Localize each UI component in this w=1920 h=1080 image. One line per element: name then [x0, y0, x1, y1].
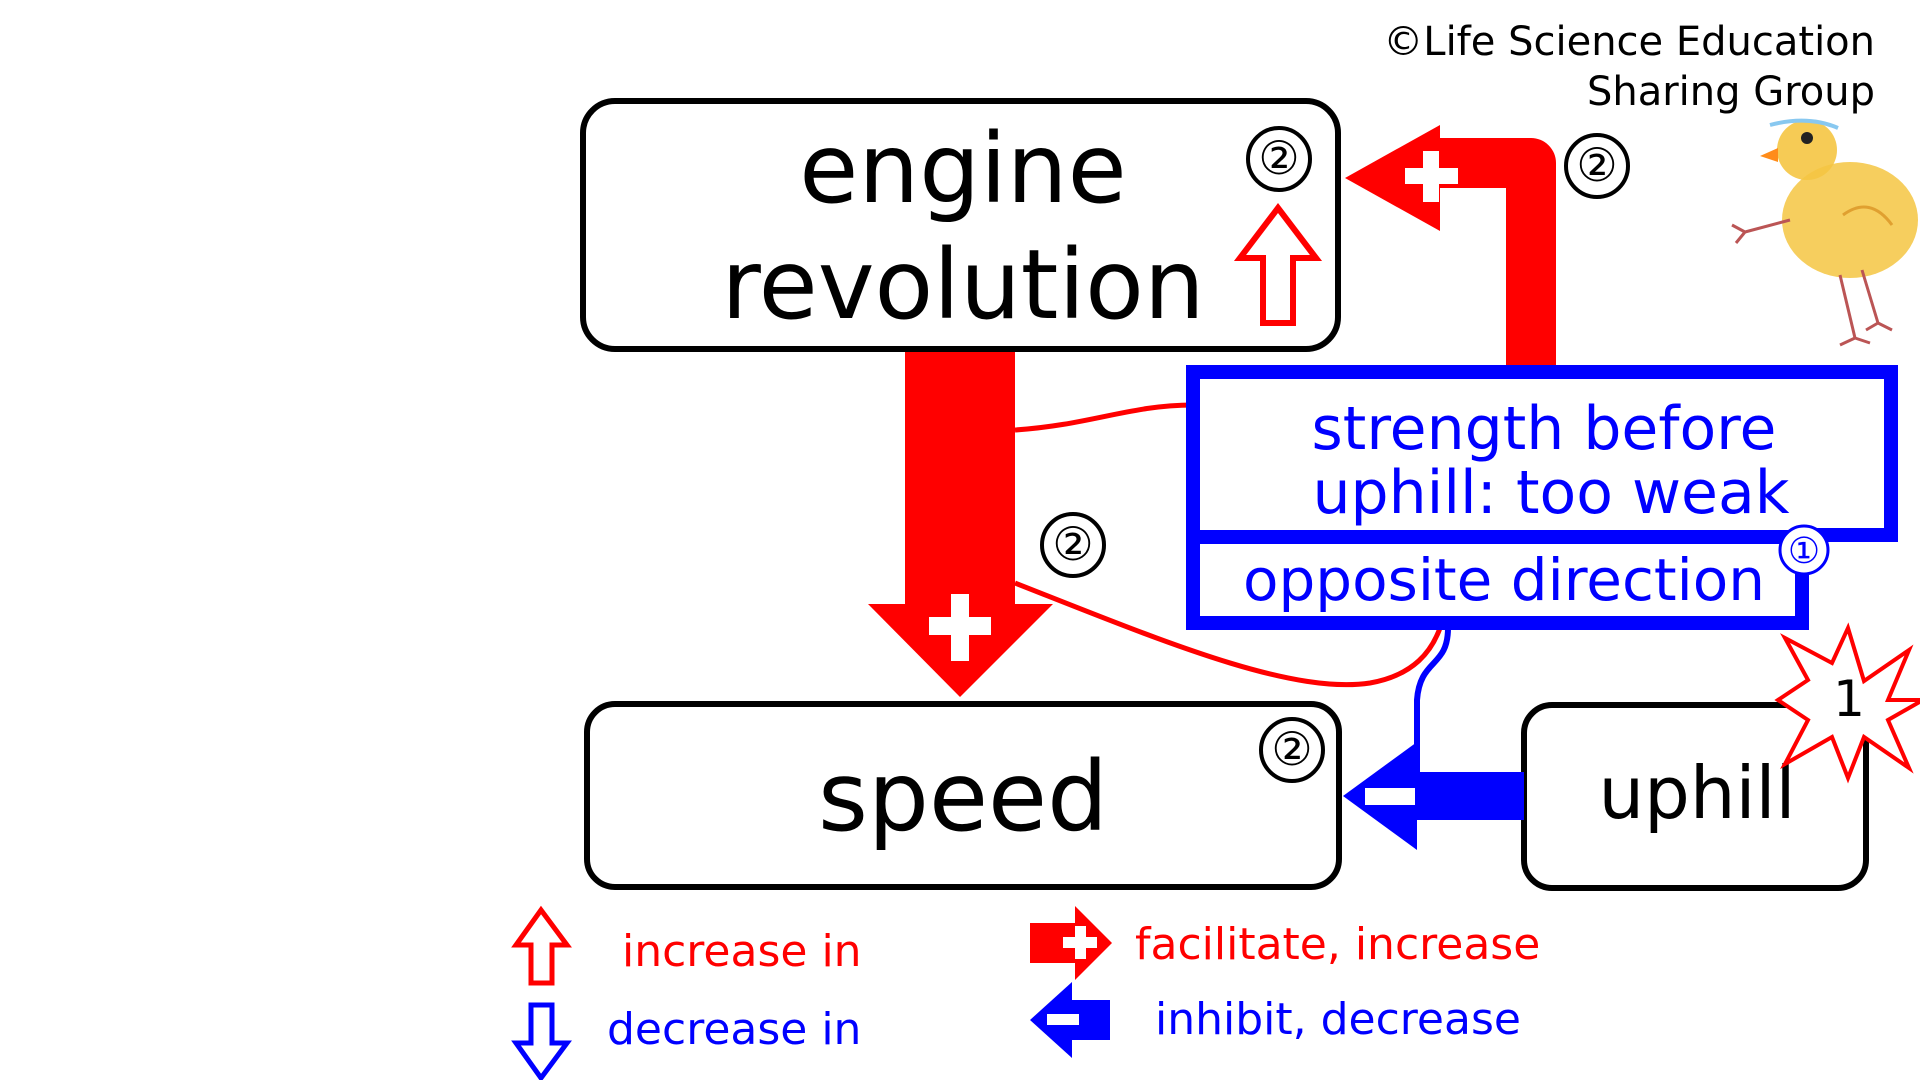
speed-state-badge-text: ② [1271, 722, 1312, 776]
legend-decrease-label: decrease in [607, 1004, 861, 1055]
engine-to-speed-arrow: ② [868, 352, 1106, 697]
uphill-badge-text: 1 [1833, 670, 1865, 728]
engine-revolution-label-line-2: revolution [721, 229, 1204, 341]
speed-to-engine-badge-text: ② [1576, 138, 1617, 192]
strength-state-badge: ① [1778, 524, 1830, 576]
uphill-to-speed-arrow [1343, 627, 1524, 850]
speed-to-engine-arrow: ② [1345, 125, 1630, 365]
engine-state-badge: ② [1246, 126, 1312, 192]
legend-facilitate-label: facilitate, increase [1135, 919, 1540, 970]
strength-label-line-2: uphill: too weak [1313, 458, 1790, 528]
engine-to-speed-badge: ② [1040, 512, 1106, 578]
legend-increase-arrow-icon [511, 905, 572, 986]
engine-state-badge-text: ② [1258, 131, 1299, 185]
chick-mascot-icon [1731, 118, 1918, 347]
opposite-to-blue-arrow-line [1414, 627, 1451, 772]
uphill-label: uphill [1599, 751, 1796, 835]
increase-arrow-icon [1233, 203, 1323, 326]
speed-label: speed [818, 741, 1108, 853]
opposite-direction-label: opposite direction [1243, 546, 1765, 614]
strength-connector-line [1014, 402, 1194, 433]
strength-state-badge-text: ① [1788, 531, 1820, 572]
legend-facilitate-arrow-icon [1030, 906, 1112, 980]
uphill-starburst-badge: 1 [1774, 622, 1920, 784]
strength-label-line-1: strength before [1312, 394, 1777, 464]
speed-node: speed ② [584, 701, 1342, 890]
copyright-line-1: ©Life Science Education [1383, 19, 1875, 65]
legend-inhibit-label: inhibit, decrease [1155, 994, 1521, 1045]
strength-before-uphill-node: strength before uphill: too weak ① oppos… [1186, 365, 1898, 630]
starburst-icon [1774, 622, 1920, 784]
speed-state-badge: ② [1259, 717, 1325, 783]
uphill-node: uphill 1 [1521, 622, 1920, 891]
legend-inhibit-arrow-icon [1030, 982, 1110, 1058]
speed-to-engine-badge: ② [1564, 133, 1630, 199]
legend: increase in decrease in facilitate, incr… [511, 905, 1540, 1080]
engine-revolution-node: engine revolution ② [580, 98, 1341, 352]
copyright-line-2: Sharing Group [1587, 69, 1875, 115]
legend-decrease-arrow-icon [511, 1002, 572, 1080]
legend-increase-label: increase in [622, 926, 862, 977]
opposite-connector-line [1014, 580, 1443, 688]
engine-revolution-label-line-1: engine [799, 113, 1126, 225]
engine-to-speed-badge-text: ② [1052, 517, 1093, 571]
